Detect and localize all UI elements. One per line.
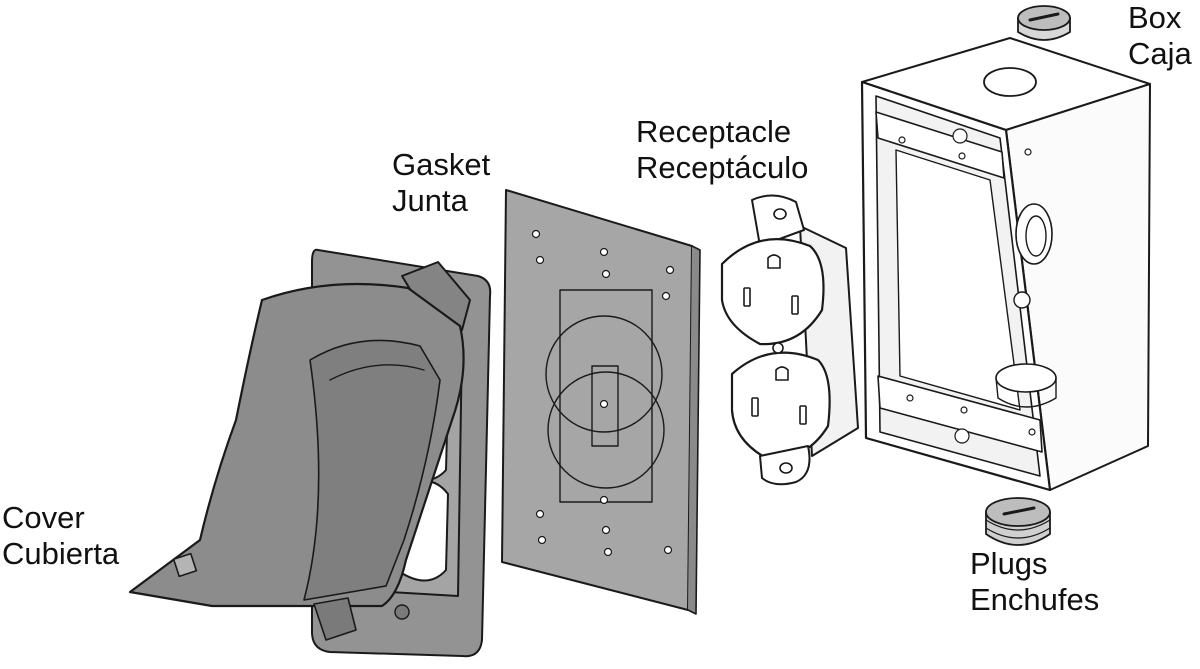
gasket-holes	[531, 229, 675, 557]
plug-top	[1017, 5, 1071, 41]
plug-bottom	[985, 497, 1051, 546]
plugs-label-es: Enchufes	[970, 582, 1100, 617]
plugs-label-en: Plugs	[970, 546, 1048, 581]
gasket-sheet	[501, 189, 693, 611]
box-top-hub	[983, 67, 1037, 97]
receptacle-label: Receptacle Receptáculo	[636, 114, 808, 186]
box-inner-back-wall	[895, 149, 1021, 411]
receptacle-label-en: Receptacle	[636, 114, 792, 149]
box-part	[860, 37, 1151, 492]
plug-bottom-slot	[1002, 506, 1036, 516]
receptacle-strap-top-hole	[773, 208, 787, 220]
gasket-cutout-circle-lower	[547, 371, 665, 489]
receptacle-face-upper	[720, 238, 825, 346]
gasket-part	[501, 189, 701, 615]
receptacle-part	[720, 194, 859, 486]
receptacle-face-lower	[730, 351, 831, 460]
gasket-center-slot	[591, 365, 619, 447]
cover-bottom-latch	[313, 597, 357, 641]
gasket-label-es: Junta	[392, 183, 468, 218]
cover-screw-hole	[394, 604, 410, 620]
receptacle-strap-bottom-hole	[779, 462, 793, 474]
box-label: Box Caja	[1128, 0, 1192, 72]
box-bottom-hub-wall	[995, 377, 1057, 408]
receptacle-label-es: Receptáculo	[636, 150, 809, 185]
box-label-es: Caja	[1128, 36, 1192, 71]
cover-lid-inner-edge	[329, 364, 425, 381]
receptacle-contact-slots	[743, 254, 807, 425]
plugs-label: Plugs Enchufes	[970, 546, 1099, 618]
cover-latch-tab	[172, 552, 198, 578]
gasket-sheet-edge	[687, 245, 701, 615]
cover-label-en: Cover	[2, 500, 85, 535]
box-label-en: Box	[1128, 0, 1182, 35]
receptacle-strap-top	[751, 194, 805, 247]
plug-bottom-thread-lines	[985, 519, 1051, 539]
plug-top-slot	[1028, 12, 1060, 22]
gasket-label: Gasket Junta	[392, 147, 490, 219]
cover-part	[128, 248, 492, 658]
box-bottom-hub	[995, 363, 1057, 393]
box-bottom-mounting-bar	[877, 375, 1043, 453]
cover-lid-rim	[303, 339, 441, 601]
gasket-cutout-circle-upper	[545, 315, 663, 433]
cover-label-es: Cubierta	[2, 536, 120, 571]
receptacle-center-screw	[772, 342, 784, 354]
cover-label: Cover Cubierta	[2, 500, 119, 572]
gasket-label-en: Gasket	[392, 147, 491, 182]
box-side-hub-upper-inner	[1025, 215, 1047, 257]
box-side-screw-hole	[1013, 291, 1031, 309]
box-mounting-holes	[898, 128, 1036, 444]
